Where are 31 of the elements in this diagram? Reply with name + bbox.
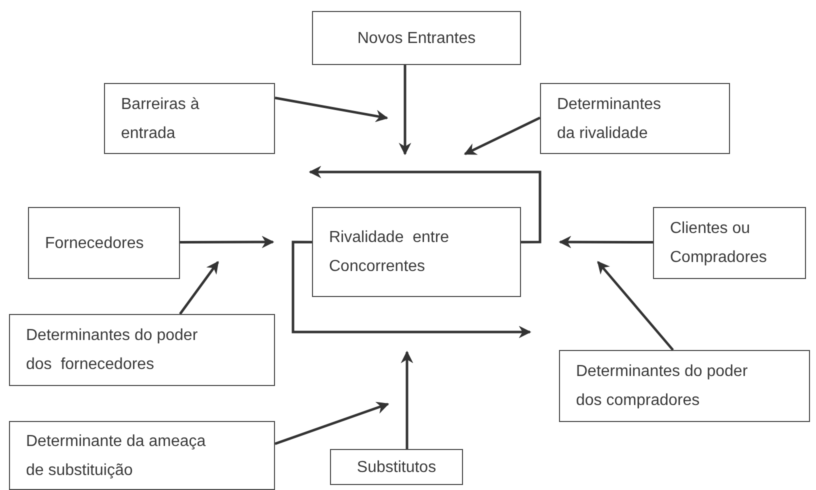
box-label: Clientes ou Compradores <box>670 219 768 268</box>
box <box>653 207 806 279</box>
arrow <box>558 236 653 248</box>
arrow <box>308 166 542 244</box>
arrow <box>180 236 274 248</box>
box-label: Determinantes da rivalidade <box>557 94 662 144</box>
arrow <box>597 261 674 351</box>
arrow <box>400 350 414 449</box>
box <box>9 314 275 386</box>
box-label: Determinantes do poder dos fornecedores <box>26 326 199 375</box>
box-label: Determinantes do poder dos compradores <box>576 362 749 411</box>
box <box>330 449 463 485</box>
box-label: Fornecedores <box>45 234 144 254</box>
arrow <box>292 240 532 338</box>
arrow <box>274 96 388 122</box>
box <box>28 207 180 279</box>
arrow <box>179 261 219 315</box>
box <box>312 207 521 297</box>
box <box>104 83 275 154</box>
arrow <box>464 116 541 156</box>
box-label: Determinante da ameaça de substituição <box>26 432 207 480</box>
box <box>540 83 730 154</box>
box-label: Novos Entrantes <box>357 28 476 48</box>
arrow <box>274 402 390 445</box>
arrow <box>398 65 412 156</box>
box-label: Barreiras à entrada <box>121 94 200 144</box>
box <box>312 11 521 65</box>
box <box>9 421 275 490</box>
box <box>559 350 810 422</box>
box-label: Rivalidade entre Concorrentes <box>329 228 450 277</box>
box-label: Substitutos <box>356 458 436 478</box>
